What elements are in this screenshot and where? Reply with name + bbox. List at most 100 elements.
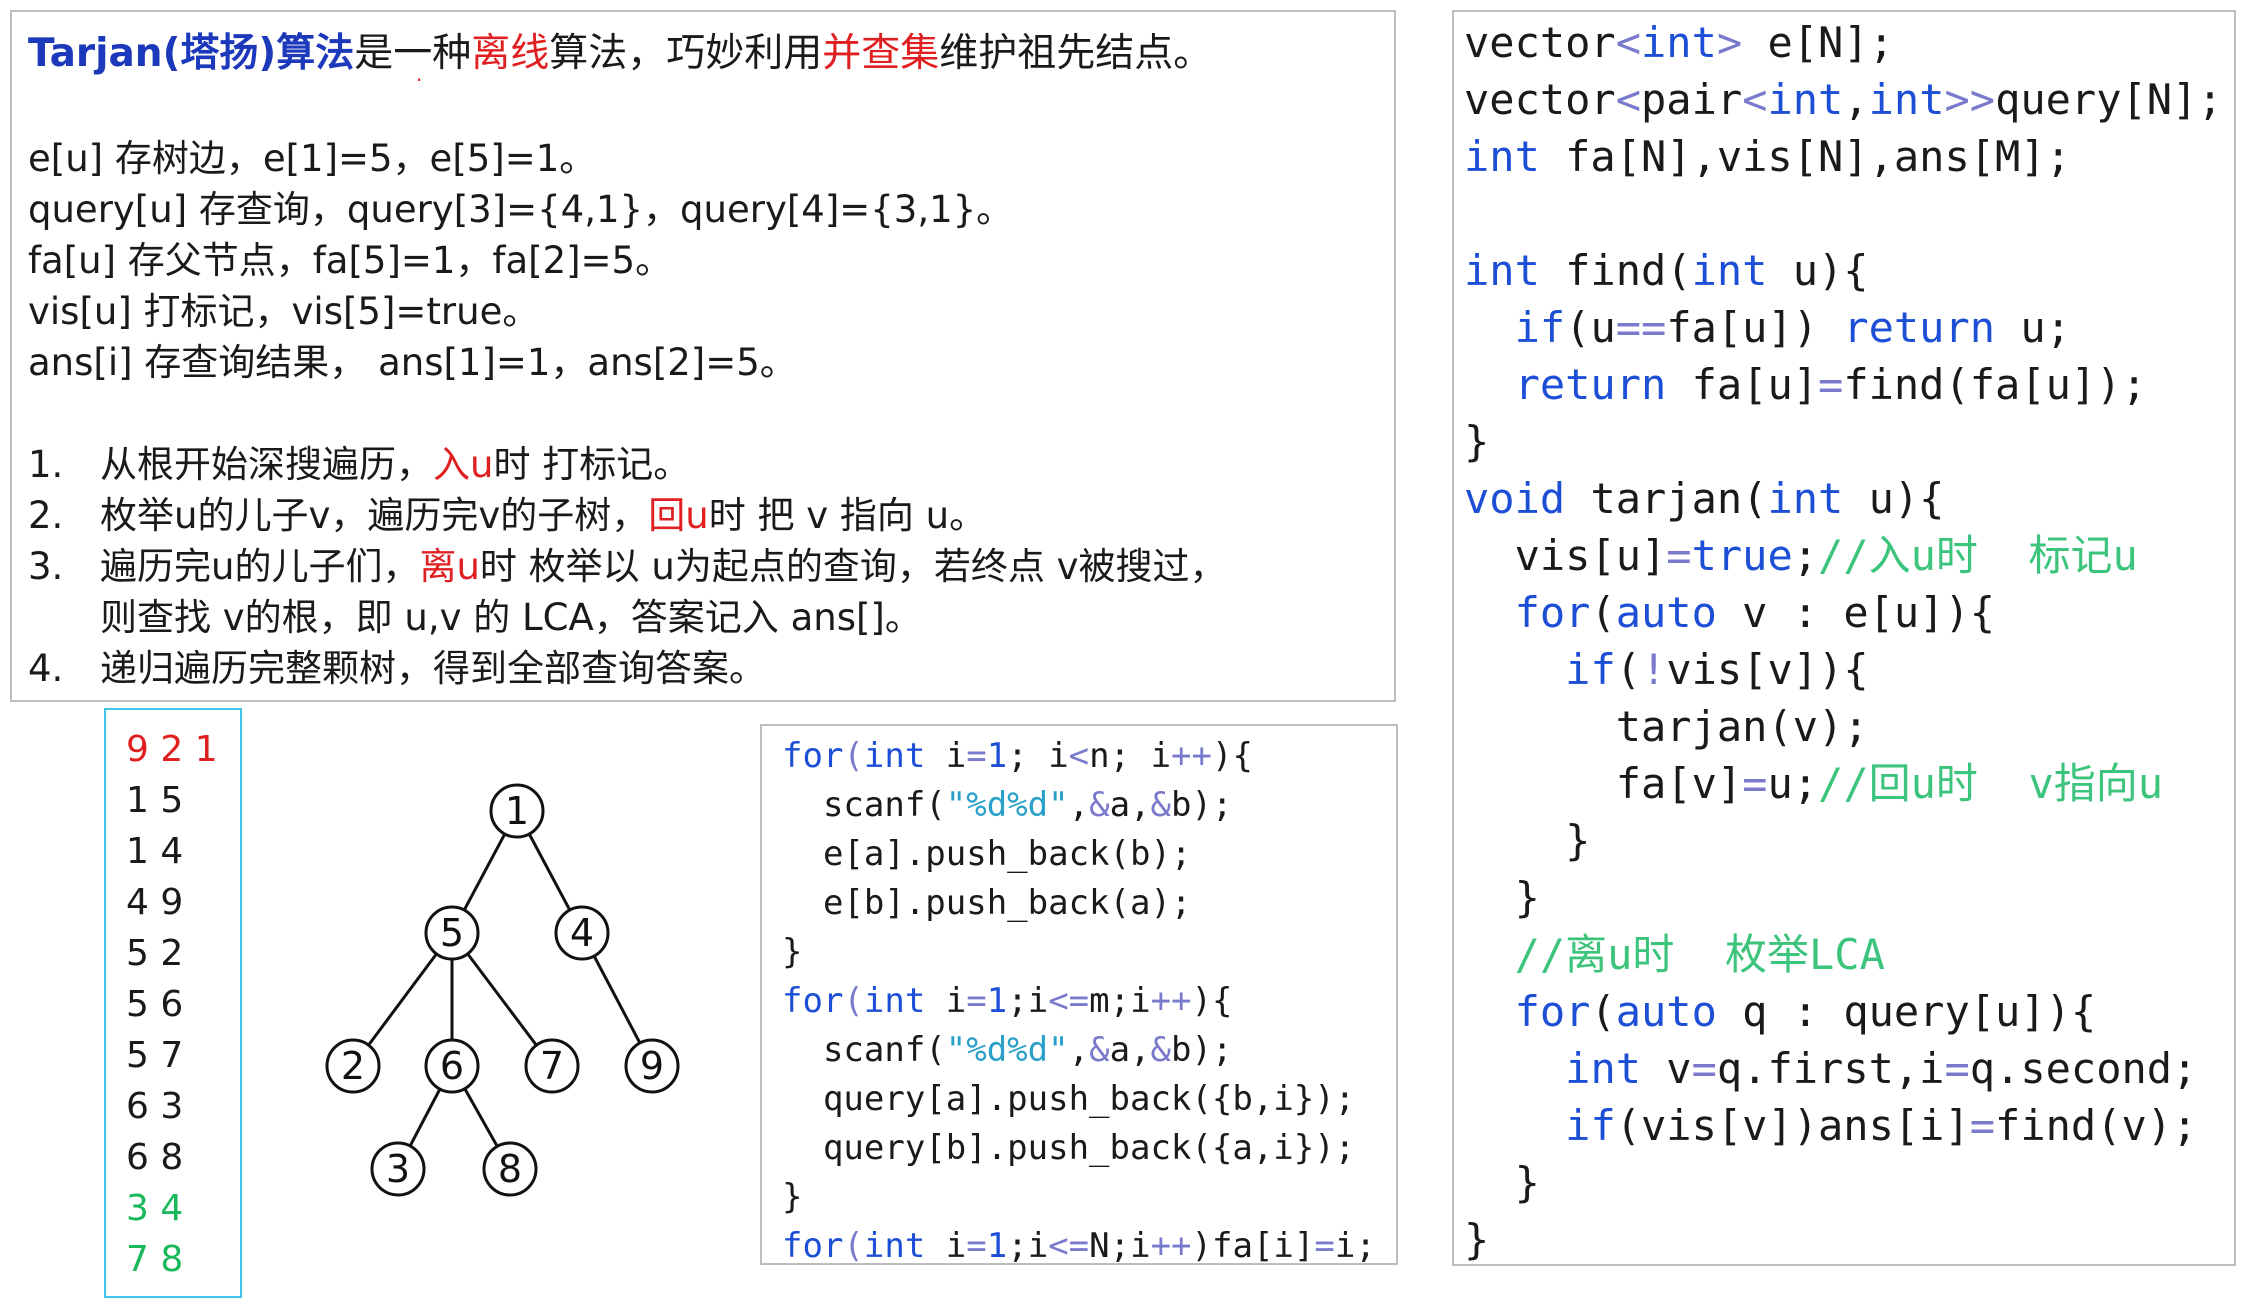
- array-definition-line: e[u] 存树边，e[1]=5，e[5]=1。: [28, 137, 597, 180]
- main-code-line: vector<int> e[N];: [1464, 14, 2234, 71]
- code-token: fa[u]: [1666, 360, 1819, 409]
- code-token: auto: [1615, 588, 1717, 637]
- spacer: ·: [28, 68, 1394, 133]
- code-token: 1: [986, 1226, 1008, 1266]
- step-text: 回u: [648, 494, 709, 537]
- code-token: u;: [1995, 303, 2071, 352]
- code-token: ++: [1150, 1226, 1192, 1266]
- code-token: [1464, 360, 1515, 409]
- code-token: int: [863, 1226, 926, 1266]
- step-line: 4.递归遍历完整颗树，得到全部查询答案。: [28, 643, 1394, 694]
- read-code-line: scanf("%d%d",&a,&b);: [782, 1026, 1396, 1075]
- main-code-line: if(u==fa[u]) return u;: [1464, 299, 2234, 356]
- title-segment: 算法，巧妙利用: [549, 31, 823, 76]
- title-segment: 维护祖先结点。: [939, 31, 1213, 76]
- main-code-line: for(auto v : e[u]){: [1464, 584, 2234, 641]
- code-token: =: [966, 981, 987, 1021]
- code-token: int: [1767, 75, 1844, 124]
- tree-node-circle: [554, 905, 610, 961]
- input-line: 1 4: [126, 831, 184, 872]
- code-token: ): [1212, 736, 1233, 776]
- tree-node-7: 7: [524, 1038, 580, 1094]
- step-number: 4.: [28, 647, 64, 690]
- tree-node-6: 6: [424, 1038, 480, 1094]
- code-token: {: [1212, 981, 1233, 1021]
- code-token: (: [843, 981, 864, 1021]
- input-line: 6 8: [126, 1137, 184, 1178]
- code-token: =: [1691, 1044, 1717, 1093]
- code-token: !: [1641, 645, 1667, 694]
- code-token: q.second;: [1969, 1044, 2198, 1093]
- code-token: }: [1464, 1158, 1540, 1207]
- code-token: query[a].push_back({b,i});: [782, 1079, 1356, 1119]
- code-token: }: [1464, 1215, 1490, 1264]
- code-token: {: [1232, 736, 1253, 776]
- code-token: ++: [1150, 981, 1192, 1021]
- code-token: [1464, 303, 1515, 352]
- code-token: for: [782, 1226, 844, 1266]
- tree-node-5: 5: [424, 905, 480, 961]
- tree-node-label: 1: [505, 789, 529, 833]
- read-code-line: e[a].push_back(b);: [782, 830, 1396, 879]
- code-token: find(: [1539, 246, 1692, 295]
- read-code-line: }: [782, 1173, 1396, 1222]
- tree-node-label: 8: [498, 1147, 522, 1191]
- code-token: =: [1314, 1226, 1335, 1266]
- code-token: N;i: [1089, 1226, 1151, 1266]
- code-token: int: [1565, 1044, 1642, 1093]
- code-token: v: [1641, 1044, 1692, 1093]
- code-token: b);: [1171, 785, 1233, 825]
- step-text: 枚举u的儿子v，遍历完v的子树，: [100, 494, 649, 537]
- input-reading-code: for(int i=1; i<n; i++){ scanf("%d%d",&a,…: [760, 724, 1398, 1266]
- code-token: scanf(: [782, 1030, 946, 1070]
- code-token: u){: [1843, 474, 1945, 523]
- tree-node-1: 1: [489, 783, 545, 839]
- main-code-line: //离u时 枚举LCA: [1464, 926, 2234, 983]
- input-line: 3 4: [126, 1188, 184, 1229]
- array-definition-line: query[u] 存查询，query[3]={4,1}，query[4]={3,…: [28, 188, 1014, 231]
- main-code-line: }: [1464, 869, 2234, 926]
- code-token: if: [1514, 303, 1566, 352]
- read-code-line: query[a].push_back({b,i});: [782, 1075, 1396, 1124]
- main-code-line: for(auto q : query[u]){: [1464, 983, 2234, 1040]
- step-text: 入u: [433, 443, 494, 486]
- code-token: =: [1666, 531, 1692, 580]
- code-token: &: [1150, 1030, 1171, 1070]
- tree-node-label: 6: [440, 1044, 464, 1088]
- tree-node-circle: [524, 1038, 580, 1094]
- code-token: [1464, 1044, 1565, 1093]
- code-token: [1464, 645, 1565, 694]
- decorative-dot: ·: [416, 68, 423, 92]
- code-token: =: [1944, 1044, 1970, 1093]
- read-code-line: for(int i=1; i<n; i++){: [782, 732, 1396, 781]
- code-token: pair: [1641, 75, 1743, 124]
- code-token: b);: [1171, 1030, 1233, 1070]
- code-token: m;i: [1089, 981, 1151, 1021]
- title-segment: Tarjan(塔扬)算法: [28, 31, 355, 76]
- step-line: 2.枚举u的儿子v，遍历完v的子树，回u时 把 v 指向 u。: [28, 490, 1394, 541]
- read-code-line: for(int i=1;i<=N;i++)fa[i]=i;: [782, 1222, 1396, 1271]
- code-token: query[b].push_back({a,i});: [782, 1128, 1356, 1168]
- tree-node-label: 4: [570, 911, 594, 955]
- code-token: "%d%d": [945, 785, 1069, 825]
- code-token: if: [1565, 1101, 1616, 1150]
- step-text: 遍历完u的儿子们，: [100, 545, 420, 588]
- code-token: }: [1464, 816, 1591, 865]
- code-token: n; i: [1089, 736, 1172, 776]
- code-token: [1464, 1101, 1565, 1150]
- step-text: 离u: [419, 545, 480, 588]
- tree-node-circle: [424, 905, 480, 961]
- code-token: int: [1641, 18, 1717, 67]
- code-token: 1: [986, 981, 1008, 1021]
- code-token: int: [863, 736, 926, 776]
- code-token: (: [1615, 645, 1642, 694]
- step-line: 3.遍历完u的儿子们，离u时 枚举以 u为起点的查询，若终点 v被搜过，: [28, 541, 1394, 592]
- input-line: 5 2: [126, 933, 184, 974]
- code-token: ,: [1068, 785, 1090, 825]
- code-token: <: [1068, 736, 1090, 776]
- read-code-line: }: [782, 928, 1396, 977]
- code-token: scanf(: [782, 785, 946, 825]
- title-segment: 离线: [471, 31, 550, 76]
- code-token: <: [1615, 18, 1642, 67]
